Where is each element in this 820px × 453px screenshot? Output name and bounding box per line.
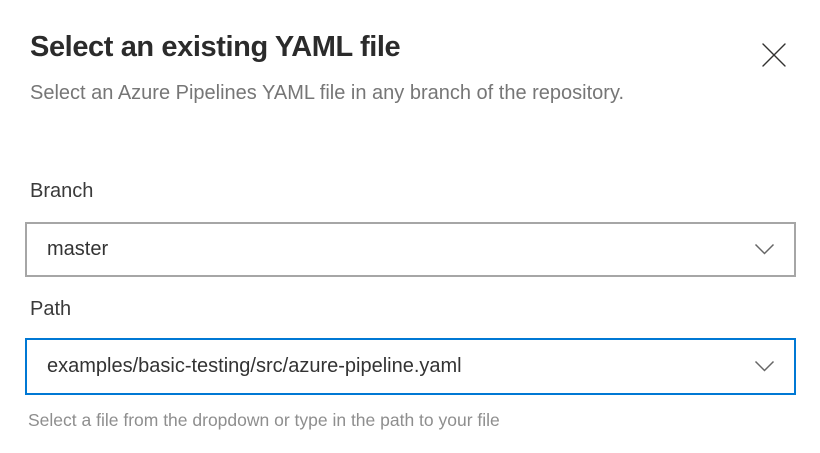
close-button[interactable] <box>757 39 791 71</box>
path-combobox[interactable] <box>25 338 796 395</box>
path-helper-text: Select a file from the dropdown or type … <box>28 410 500 430</box>
dialog-title: Select an existing YAML file <box>30 31 401 63</box>
chevron-down-icon <box>754 243 775 256</box>
branch-dropdown[interactable]: master <box>25 222 796 277</box>
close-icon <box>759 40 789 70</box>
dialog-subtitle: Select an Azure Pipelines YAML file in a… <box>30 82 625 104</box>
path-input[interactable] <box>47 355 754 378</box>
branch-selected-value: master <box>47 238 109 260</box>
path-label: Path <box>30 298 72 320</box>
chevron-down-icon <box>754 360 775 373</box>
branch-label: Branch <box>30 180 94 202</box>
